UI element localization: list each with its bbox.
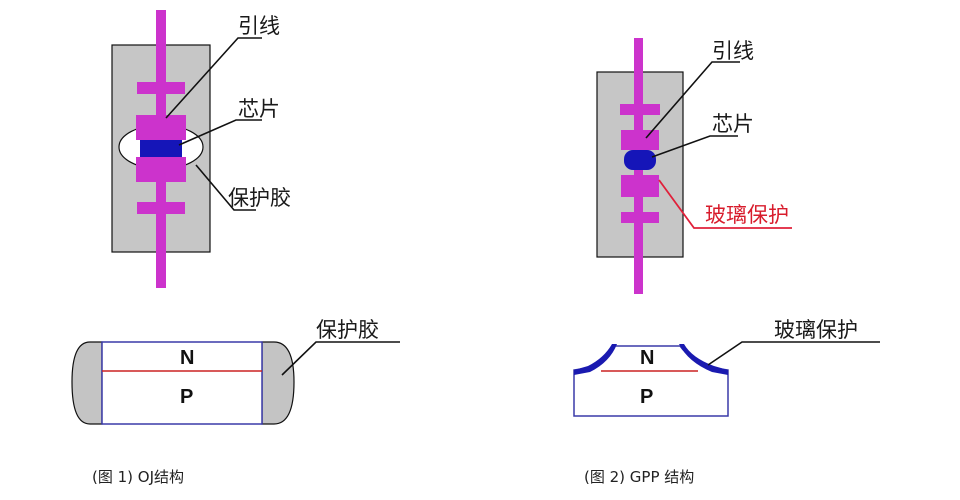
gpp-n-region: N [640,347,654,369]
figure2-caption: (图 2) GPP 结构 [584,468,694,486]
gpp-lead-label: 引线 [712,39,754,63]
oj-wafer [101,341,263,425]
oj-glue-right [261,341,295,425]
oj-upper-flange [137,82,185,94]
oj-chip [140,140,182,157]
gpp-cross-glass-label: 玻璃保护 [774,318,858,342]
oj-cross-glue-leader [281,341,400,376]
oj-lead-label: 引线 [238,14,280,38]
figure1-caption: (图 1) OJ结构 [92,468,184,486]
gpp-diode-diagram: 引线 芯片 玻璃保护 [596,38,792,294]
oj-lead-leader [165,37,262,119]
gpp-glass-leader [658,179,792,229]
oj-cross-section: N P 保护胶 [71,318,400,425]
oj-lower-flange [137,202,185,214]
oj-cross-glue-label: 保护胶 [316,318,379,342]
oj-glue-left [71,341,103,425]
gpp-chip [624,150,656,170]
gpp-cross-glass-leader [707,341,880,366]
oj-diode-diagram: 引线 芯片 保护胶 [111,10,291,288]
gpp-p-region: P [640,386,653,408]
oj-n-region: N [180,347,194,369]
gpp-lower-flange [621,212,659,223]
oj-glue-leader [195,164,256,211]
gpp-glass-coat-left [574,344,617,375]
gpp-chip-label: 芯片 [712,112,754,136]
oj-glue-label: 保护胶 [228,186,291,210]
oj-chip-leader [178,119,262,146]
gpp-lower-terminal [621,175,659,197]
oj-chip-label: 芯片 [238,97,280,121]
gpp-upper-terminal [621,130,659,150]
gpp-chip-leader [651,135,738,158]
oj-lower-terminal [136,157,186,182]
gpp-cross-section: N P 玻璃保护 [573,318,880,417]
oj-upper-terminal [136,115,186,140]
gpp-glass-label: 玻璃保护 [705,203,789,227]
oj-p-region: P [180,386,193,408]
gpp-lead-leader [645,61,740,139]
gpp-upper-flange [620,104,660,115]
gpp-glass-coat-right [679,344,728,375]
